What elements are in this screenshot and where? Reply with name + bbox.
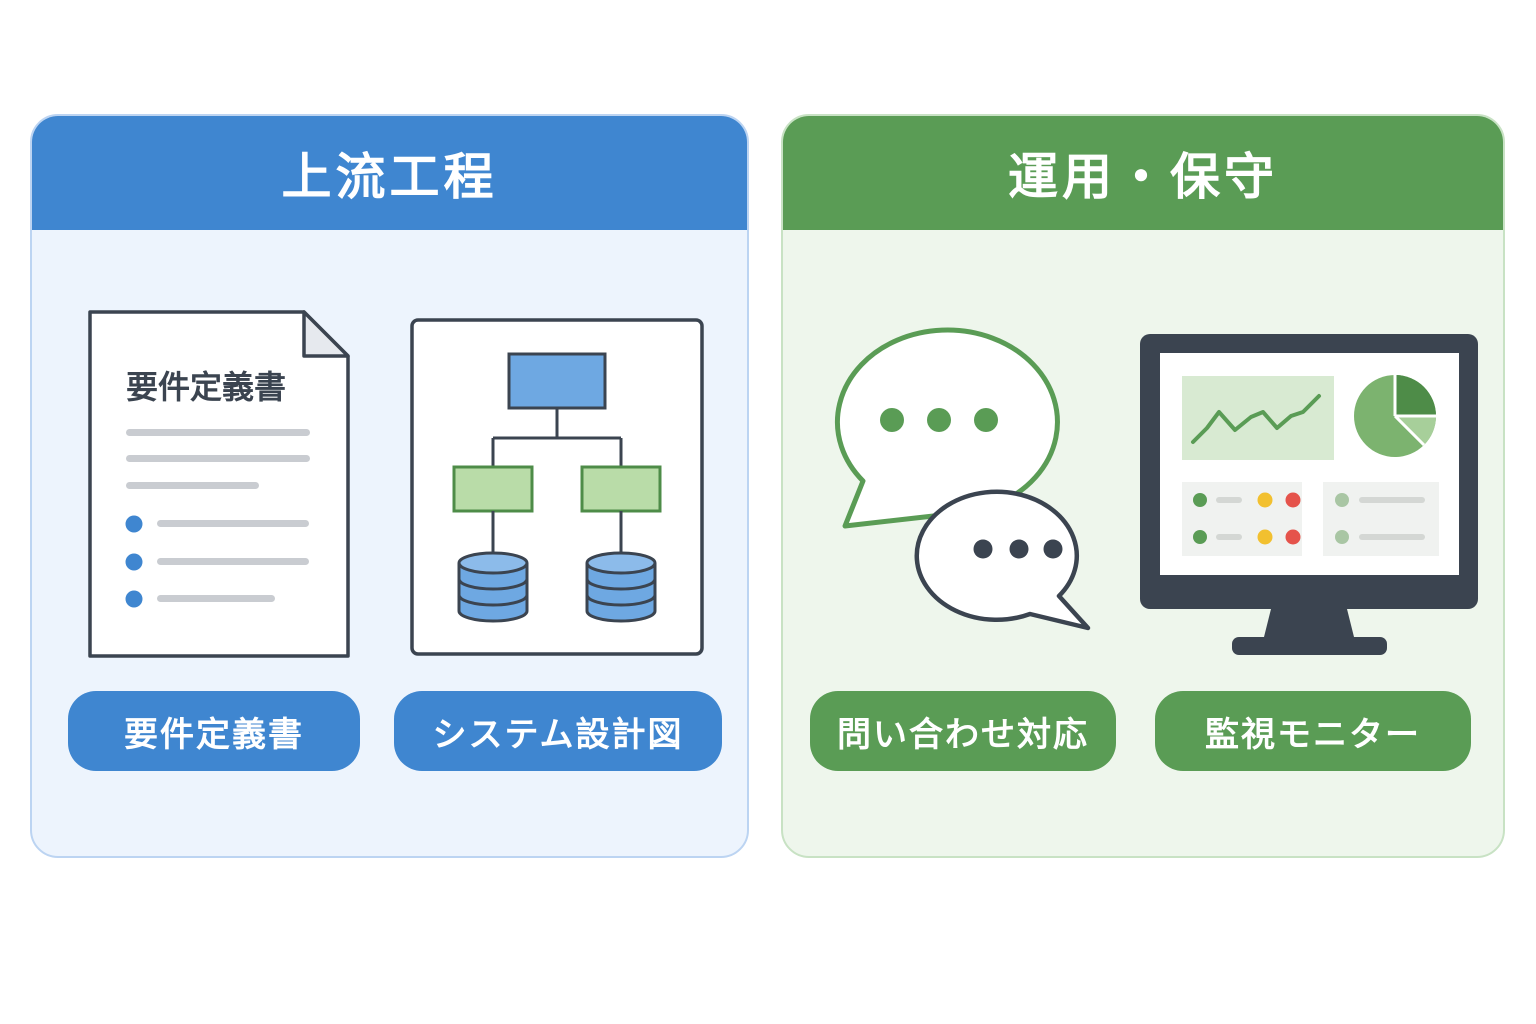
monitoring-label: 監視モニター <box>1155 691 1471 771</box>
document-text-line <box>126 455 310 462</box>
upstream-panel-title: 上流工程 <box>32 116 747 230</box>
system-diagram-icon <box>410 318 704 656</box>
database-icon <box>457 551 529 623</box>
operations-illustrations <box>834 327 1478 655</box>
document-heading: 要件定義書 <box>126 368 286 406</box>
requirements-doc-label: 要件定義書 <box>68 691 360 771</box>
document-bullet-line <box>157 595 275 602</box>
operations-panel-title: 運用・保守 <box>783 116 1503 230</box>
upstream-panel: 上流工程 要件定義書 <box>30 114 749 858</box>
document-text-line <box>126 482 259 489</box>
document-bullet <box>125 515 143 533</box>
line-chart-card <box>1182 376 1334 460</box>
diagram-top-node <box>507 352 607 410</box>
document-icon: 要件定義書 <box>88 310 350 658</box>
diagram-child-node <box>452 465 534 513</box>
document-text-line <box>126 429 310 436</box>
operations-panel: 運用・保守 <box>781 114 1505 858</box>
diagram-child-node <box>580 465 662 513</box>
document-bullet <box>125 553 143 571</box>
inquiry-support-label: 問い合わせ対応 <box>810 691 1116 771</box>
monitor-icon <box>1140 334 1478 655</box>
upstream-illustrations: 要件定義書 <box>88 310 704 658</box>
pie-chart <box>1354 375 1436 457</box>
document-bullet <box>125 590 143 608</box>
chat-bubbles-icon <box>834 327 1091 631</box>
system-design-label: システム設計図 <box>394 691 722 771</box>
status-panel <box>1323 482 1439 556</box>
document-bullet-line <box>157 520 309 527</box>
document-bullet-line <box>157 558 309 565</box>
database-icon <box>585 551 657 623</box>
